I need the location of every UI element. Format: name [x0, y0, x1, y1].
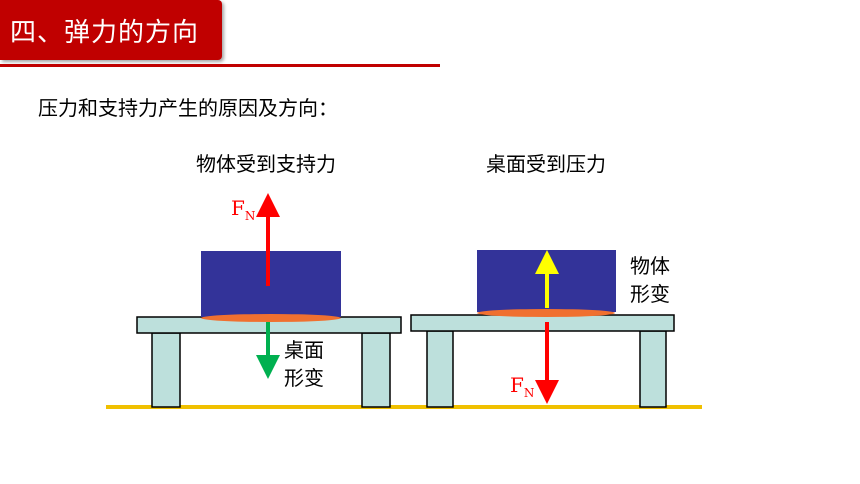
right-force-subscript: N — [523, 386, 535, 400]
title-banner: 四、弹力的方向 — [0, 0, 222, 60]
right-block-deformation — [477, 309, 615, 317]
left-caption: 物体受到支持力 — [196, 152, 336, 176]
left-deform-label: 桌面 形变 — [284, 336, 324, 392]
left-block — [201, 251, 341, 317]
left-deform-line2: 形变 — [284, 366, 324, 390]
right-table — [410, 314, 675, 408]
right-table-top — [410, 314, 675, 332]
right-force-label: FN — [510, 371, 534, 407]
ground-line — [106, 405, 702, 409]
right-force-symbol: F — [510, 373, 524, 397]
right-deform-line2: 形变 — [630, 282, 670, 306]
right-table-leg-right — [639, 330, 667, 408]
left-force-subscript: N — [244, 209, 256, 223]
title-underline — [0, 64, 440, 67]
left-force-label: FN — [231, 194, 255, 230]
intro-text: 压力和支持力产生的原因及方向： — [38, 96, 338, 120]
left-table-leg-right — [361, 332, 391, 408]
left-table-leg-left — [151, 332, 181, 408]
page-title: 四、弹力的方向 — [10, 18, 200, 48]
left-force-symbol: F — [231, 196, 245, 220]
left-deform-line1: 桌面 — [284, 338, 324, 362]
right-deform-line1: 物体 — [630, 254, 670, 278]
left-table-deformation — [201, 314, 341, 322]
right-table-leg-left — [426, 330, 454, 408]
right-deform-label: 物体 形变 — [630, 252, 670, 308]
right-caption: 桌面受到压力 — [486, 152, 606, 176]
